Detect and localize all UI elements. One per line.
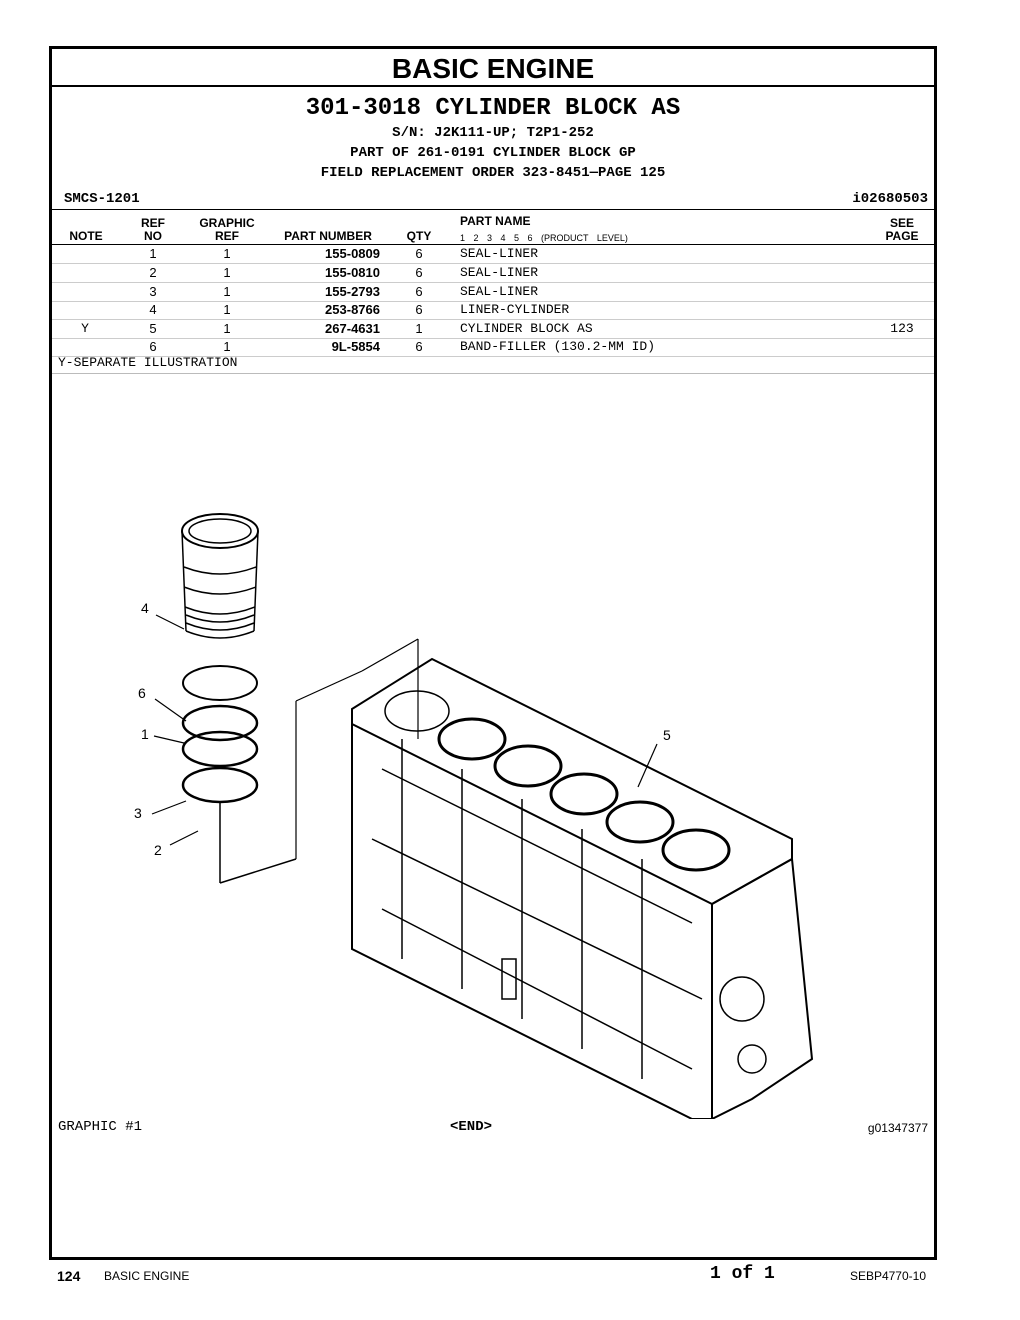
row-part-name: SEAL-LINER [460, 265, 539, 280]
col-note: NOTE [69, 229, 103, 243]
part-of-line: PART OF 261-0191 CYLINDER BLOCK GP [350, 145, 636, 161]
row-note: Y [81, 321, 89, 336]
exploded-view-illustration: 4 6 1 3 2 5 [134, 513, 814, 1119]
row-graphic: 1 [223, 284, 231, 299]
footer-doc-number: SEBP4770-10 [849, 1269, 926, 1283]
row-graphic: 1 [223, 265, 231, 280]
callout-leaders [151, 614, 658, 846]
row-part-number: 267-4631 [325, 321, 380, 336]
seal-rings-drawing [181, 665, 297, 884]
row-ref: 1 [149, 246, 157, 261]
col-part-name: PART NAME [460, 214, 531, 228]
col-part-number: PART NUMBER [284, 229, 372, 243]
callout-1: 1 [141, 726, 149, 742]
graphic-label: GRAPHIC #1 [58, 1119, 143, 1135]
row-part-name: SEAL-LINER [460, 246, 539, 261]
footnote-rule [52, 373, 934, 374]
col-qty: QTY [406, 229, 432, 243]
row-qty: 6 [415, 246, 423, 261]
row-ref: 2 [149, 265, 157, 280]
cylinder-block-drawing [351, 657, 814, 1119]
row-part-name: CYLINDER BLOCK AS [460, 321, 593, 336]
callout-6: 6 [138, 685, 146, 701]
row-graphic: 1 [223, 321, 231, 336]
row-part-number: 155-0810 [325, 265, 380, 280]
footer-page-number: 124 [57, 1268, 81, 1284]
row-ref: 3 [149, 284, 157, 299]
col-ref-bottom: NO [144, 229, 162, 243]
footnote: Y-SEPARATE ILLUSTRATION [58, 355, 238, 370]
col-see-top: SEE [889, 216, 914, 230]
row-qty: 6 [415, 339, 423, 354]
row-qty: 6 [415, 265, 423, 280]
graphic-id: g01347377 [867, 1121, 928, 1135]
callout-2: 2 [154, 842, 162, 858]
row-graphic: 1 [223, 246, 231, 261]
page-frame: BASIC ENGINE 301-3018 CYLINDER BLOCK AS … [49, 46, 937, 1260]
section-title: BASIC ENGINE [52, 49, 934, 87]
row-ref: 6 [149, 339, 157, 354]
row-part-number: 155-2793 [325, 284, 380, 299]
row-qty: 6 [415, 302, 423, 317]
col-product-levels: 1 2 3 4 5 6 (PRODUCT LEVEL) [460, 233, 628, 243]
row-part-name: SEAL-LINER [460, 284, 539, 299]
callout-3: 3 [134, 805, 142, 821]
row-part-number: 253-8766 [325, 302, 380, 317]
assembly-title: 301-3018 CYLINDER BLOCK AS [305, 95, 681, 122]
row-part-name: LINER-CYLINDER [460, 302, 570, 317]
row-qty: 1 [415, 321, 423, 336]
row-qty: 6 [415, 284, 423, 299]
footer-section: BASIC ENGINE [104, 1269, 190, 1283]
row-ref: 4 [149, 302, 157, 317]
cylinder-liner-drawing [181, 513, 259, 639]
col-ref-top: REF [141, 216, 165, 230]
col-see-bottom: PAGE [885, 229, 919, 243]
serial-numbers: S/N: J2K111-UP; T2P1-252 [392, 125, 594, 141]
table-row: 3 1 155-2793 6 SEAL-LINER [52, 283, 934, 302]
row-see-page: 123 [890, 321, 914, 336]
footer-page-of: 1 of 1 [710, 1264, 775, 1284]
row-graphic: 1 [223, 302, 231, 317]
table-row: 2 1 155-0810 6 SEAL-LINER [52, 264, 934, 283]
col-graphic-top: GRAPHIC [199, 216, 255, 230]
field-order-line: FIELD REPLACEMENT ORDER 323-8451—PAGE 12… [320, 165, 666, 181]
document-id: i02680503 [852, 191, 928, 207]
callout-5: 5 [663, 727, 671, 743]
table-row: 1 1 155-0809 6 SEAL-LINER [52, 245, 934, 264]
table-row: 4 1 253-8766 6 LINER-CYLINDER [52, 301, 934, 320]
row-ref: 5 [149, 321, 157, 336]
smcs-code: SMCS-1201 [64, 191, 140, 207]
end-marker: <END> [450, 1119, 493, 1135]
callout-4: 4 [141, 600, 149, 616]
row-graphic: 1 [223, 339, 231, 354]
col-graphic-bottom: REF [215, 229, 239, 243]
assembly-guide-lines [295, 638, 419, 859]
row-part-number: 155-0809 [325, 246, 380, 261]
table-head-rule [52, 244, 934, 245]
table-row: Y 5 1 267-4631 1 CYLINDER BLOCK AS 123 [52, 320, 934, 339]
row-part-number: 9L-5854 [331, 339, 380, 354]
row-part-name: BAND-FILLER (130.2-MM ID) [460, 339, 656, 354]
table-row: 6 1 9L-5854 6 BAND-FILLER (130.2-MM ID) [52, 338, 934, 357]
header-rule [52, 209, 934, 210]
